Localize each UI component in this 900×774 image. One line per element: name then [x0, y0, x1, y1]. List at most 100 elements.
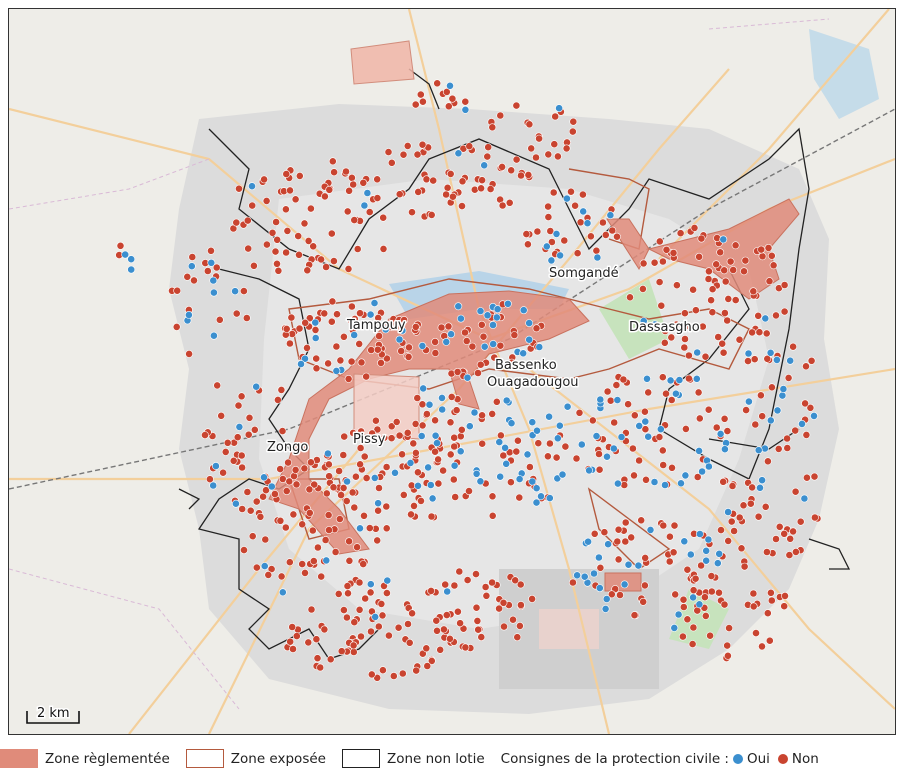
point-non[interactable]: [313, 654, 322, 663]
point-non[interactable]: [765, 636, 774, 645]
point-oui[interactable]: [525, 335, 534, 344]
point-non[interactable]: [720, 600, 729, 609]
point-oui[interactable]: [661, 481, 669, 489]
point-oui[interactable]: [456, 314, 465, 323]
point-non[interactable]: [387, 422, 396, 431]
point-non[interactable]: [749, 589, 758, 598]
point-oui[interactable]: [689, 593, 697, 602]
point-non[interactable]: [360, 452, 369, 461]
point-oui[interactable]: [381, 325, 390, 334]
point-non[interactable]: [746, 499, 755, 508]
point-non[interactable]: [463, 576, 472, 584]
point-non[interactable]: [382, 502, 391, 511]
point-oui[interactable]: [646, 526, 655, 534]
point-non[interactable]: [278, 427, 287, 435]
point-non[interactable]: [705, 267, 713, 276]
point-non[interactable]: [334, 590, 343, 598]
point-non[interactable]: [484, 143, 493, 152]
point-oui[interactable]: [532, 484, 541, 493]
point-non[interactable]: [751, 420, 760, 429]
point-non[interactable]: [320, 309, 329, 318]
point-non[interactable]: [287, 313, 296, 322]
point-oui[interactable]: [542, 242, 551, 251]
point-non[interactable]: [357, 427, 365, 436]
point-non[interactable]: [339, 606, 348, 614]
point-oui[interactable]: [463, 373, 472, 382]
point-oui[interactable]: [519, 306, 528, 315]
point-non[interactable]: [322, 489, 331, 498]
point-non[interactable]: [188, 253, 197, 261]
point-oui[interactable]: [545, 412, 553, 421]
point-non[interactable]: [343, 207, 352, 216]
point-non[interactable]: [201, 431, 209, 439]
point-non[interactable]: [418, 140, 427, 149]
point-oui[interactable]: [523, 450, 532, 459]
point-non[interactable]: [478, 411, 486, 420]
point-non[interactable]: [320, 192, 329, 201]
point-non[interactable]: [373, 175, 382, 184]
point-oui[interactable]: [267, 482, 276, 491]
point-oui[interactable]: [301, 354, 309, 363]
point-oui[interactable]: [773, 355, 781, 364]
point-non[interactable]: [512, 101, 521, 110]
point-non[interactable]: [641, 407, 649, 416]
point-non[interactable]: [730, 527, 738, 535]
point-non[interactable]: [431, 447, 439, 456]
point-oui[interactable]: [350, 331, 359, 339]
point-non[interactable]: [641, 581, 649, 590]
point-oui[interactable]: [593, 253, 602, 262]
point-non[interactable]: [740, 562, 749, 571]
point-non[interactable]: [433, 79, 442, 88]
point-non[interactable]: [282, 324, 291, 333]
point-non[interactable]: [767, 596, 776, 605]
point-oui[interactable]: [698, 467, 706, 476]
point-non[interactable]: [374, 506, 382, 515]
point-oui[interactable]: [641, 417, 650, 426]
point-non[interactable]: [731, 296, 740, 304]
point-non[interactable]: [418, 400, 427, 409]
point-non[interactable]: [252, 563, 261, 572]
point-non[interactable]: [375, 484, 383, 492]
point-oui[interactable]: [480, 342, 489, 351]
point-non[interactable]: [551, 112, 560, 121]
point-non[interactable]: [569, 117, 578, 126]
point-non[interactable]: [349, 641, 358, 650]
point-non[interactable]: [641, 554, 650, 562]
point-non[interactable]: [305, 314, 314, 323]
point-non[interactable]: [637, 516, 646, 525]
point-non[interactable]: [610, 418, 619, 427]
point-non[interactable]: [458, 202, 466, 210]
point-non[interactable]: [389, 672, 398, 680]
point-non[interactable]: [432, 616, 441, 625]
point-non[interactable]: [644, 388, 653, 397]
point-non[interactable]: [333, 310, 341, 319]
point-non[interactable]: [238, 463, 246, 472]
point-oui[interactable]: [692, 374, 701, 383]
point-non[interactable]: [307, 605, 316, 614]
point-non[interactable]: [304, 638, 313, 647]
point-oui[interactable]: [716, 429, 725, 438]
point-oui[interactable]: [695, 446, 703, 455]
point-non[interactable]: [465, 142, 474, 151]
point-non[interactable]: [183, 272, 192, 281]
point-non[interactable]: [335, 467, 343, 475]
point-non[interactable]: [289, 645, 297, 653]
point-oui[interactable]: [502, 396, 511, 405]
point-oui[interactable]: [496, 358, 504, 367]
point-non[interactable]: [434, 455, 442, 464]
point-non[interactable]: [616, 591, 624, 599]
point-non[interactable]: [635, 456, 643, 465]
point-non[interactable]: [330, 168, 338, 177]
point-oui[interactable]: [418, 341, 427, 350]
point-oui[interactable]: [773, 406, 782, 415]
point-oui[interactable]: [450, 461, 459, 470]
point-non[interactable]: [680, 343, 689, 352]
point-non[interactable]: [716, 248, 725, 257]
point-non[interactable]: [723, 316, 732, 325]
point-oui[interactable]: [580, 572, 589, 581]
point-non[interactable]: [374, 313, 383, 322]
point-non[interactable]: [499, 598, 508, 607]
point-non[interactable]: [552, 453, 561, 462]
point-non[interactable]: [347, 302, 356, 311]
point-oui[interactable]: [604, 540, 612, 549]
